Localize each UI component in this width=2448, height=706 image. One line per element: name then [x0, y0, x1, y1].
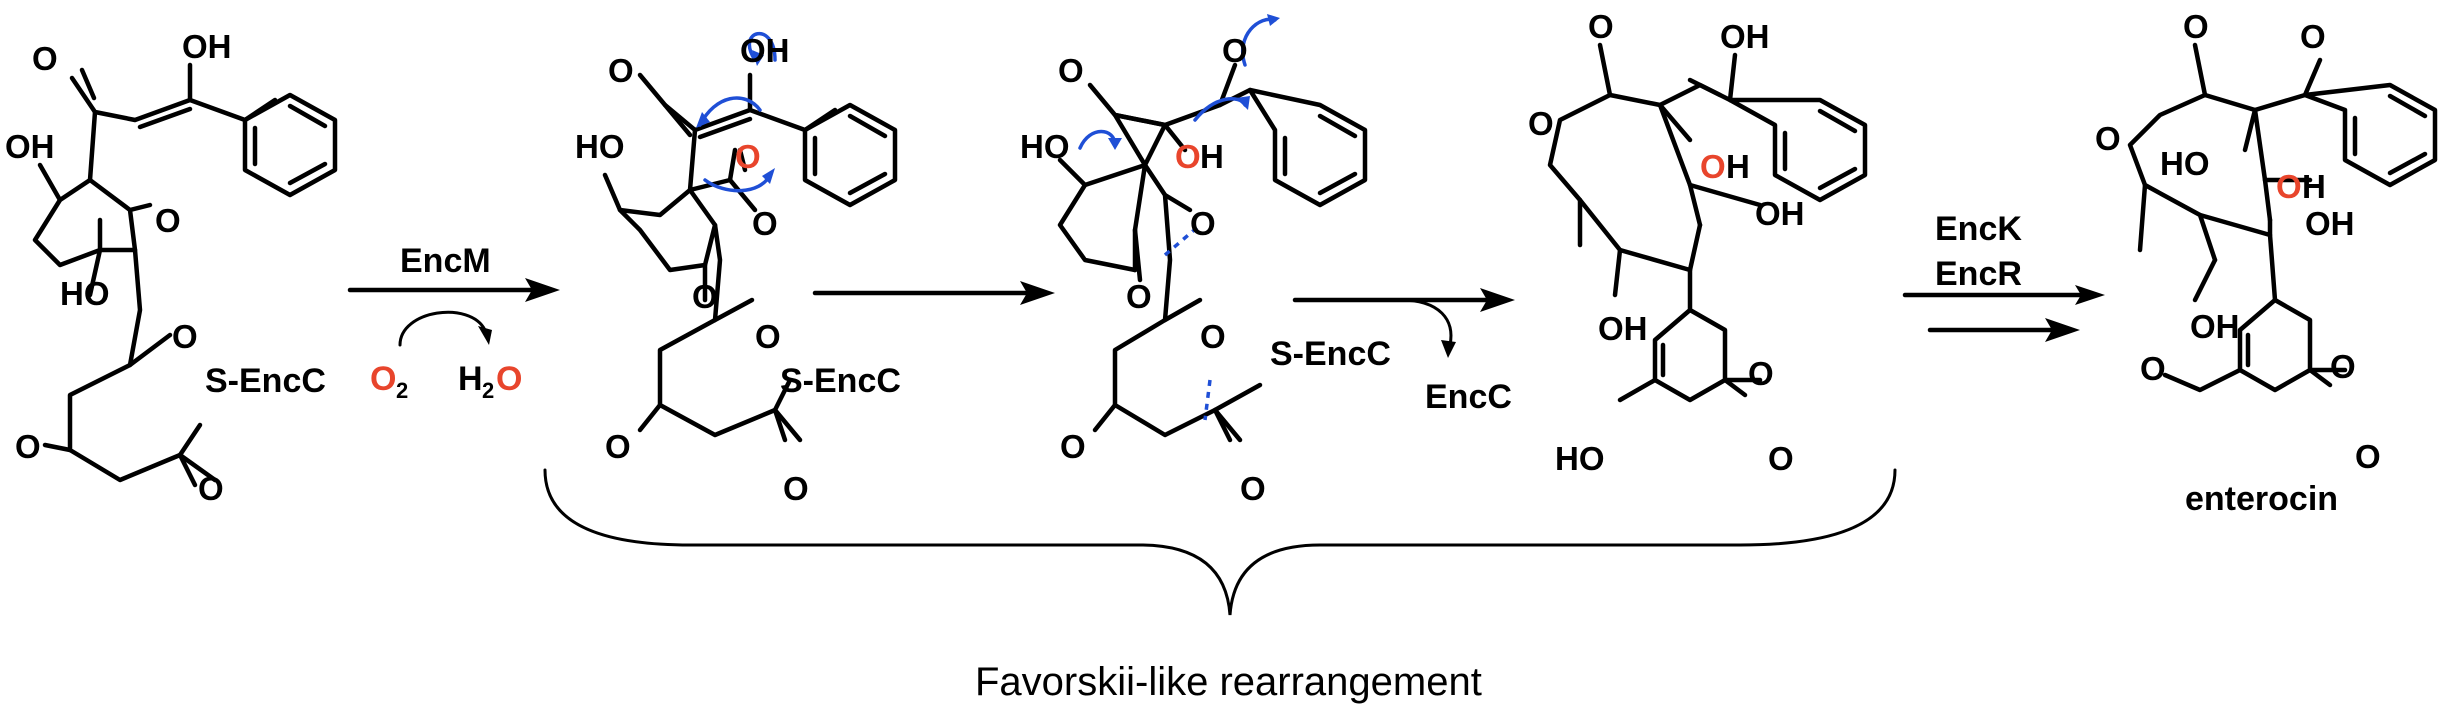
compound-4: O O OH O H OH OH O O HO [1528, 8, 1868, 477]
atom-label: O [608, 52, 634, 89]
atom-label: O [752, 205, 778, 242]
atom-label: O [1768, 440, 1794, 477]
atom-label: O [605, 428, 631, 465]
atom-label: O [2183, 8, 2209, 45]
compound-4-bonds [1547, 42, 1868, 403]
enzyme-encr-label: EncR [1935, 255, 2022, 293]
step-1-arrow: EncM O 2 H 2 O [347, 242, 560, 403]
compound-2: O OH HO O O O O O O S-EncC [575, 31, 901, 507]
enzyme-encm-label: EncM [400, 242, 491, 280]
atom-label-oxygen-highlight: O [735, 138, 761, 175]
atom-label: O [2330, 348, 2356, 385]
o2-subscript: 2 [396, 378, 408, 403]
atom-label: OH [182, 28, 232, 65]
atom-label: O [1126, 278, 1152, 315]
encc-leaving-label: EncC [1425, 378, 1512, 416]
atom-label: OH [740, 32, 790, 69]
atom-label: OH [1720, 18, 1770, 55]
atom-label: O [2095, 120, 2121, 157]
atom-label: O [1748, 355, 1774, 392]
compound-1: O OH OH HO O O O O S-EncC [5, 28, 338, 507]
atom-label: O [155, 202, 181, 239]
atom-label: O [32, 40, 58, 77]
atom-label: HO [2160, 145, 2210, 182]
compound-2-arrow-pushing [696, 31, 777, 193]
atom-label: O [1528, 105, 1554, 142]
atom-label: O [15, 428, 41, 465]
atom-label: H [2302, 168, 2326, 205]
atom-label: OH [1598, 310, 1648, 347]
compound-4-atom-labels: O O OH O H OH OH O O HO [1528, 8, 1805, 477]
atom-label: O [783, 470, 809, 507]
compound-3: O O HO O H O O O O O S-EncC [1020, 14, 1391, 507]
enterocin-name-label: enterocin [2185, 480, 2338, 518]
atom-label-oxygen-highlight: O [1700, 148, 1726, 185]
compound-2-atom-labels: O OH HO O O O O O O S-EncC [575, 32, 901, 507]
thioester-label: S-EncC [1270, 335, 1391, 373]
atom-label: HO [60, 275, 110, 312]
atom-label: O [2300, 18, 2326, 55]
atom-label: O [198, 470, 224, 507]
atom-label: HO [1555, 440, 1605, 477]
atom-label: H [1200, 138, 1224, 175]
atom-label-oxygen-highlight: O [1175, 138, 1201, 175]
atom-label: O [692, 278, 718, 315]
atom-label: O [172, 318, 198, 355]
atom-label: O [1588, 8, 1614, 45]
atom-label-oxygen-highlight: O [2276, 168, 2302, 205]
compound-5-enterocin: O O O HO O H OH OH O O O enterocin [2095, 8, 2438, 518]
water-label-h: H [458, 360, 483, 398]
atom-label: HO [1020, 128, 1070, 165]
atom-label: O [1200, 318, 1226, 355]
atom-label: O [1060, 428, 1086, 465]
o2-label: O [370, 360, 396, 398]
step-4-arrows: EncK EncR [1902, 210, 2105, 342]
atom-label: HO [575, 128, 625, 165]
enzyme-enck-label: EncK [1935, 210, 2022, 248]
atom-label: O [1222, 32, 1248, 69]
favorskii-brace [543, 468, 1897, 616]
atom-label: O [1190, 205, 1216, 242]
water-label-o: O [496, 360, 522, 398]
atom-label: H [1726, 148, 1750, 185]
atom-label: O [1058, 52, 1084, 89]
step-3-arrow: EncC [1292, 288, 1515, 416]
atom-label: OH [5, 128, 55, 165]
compound-5-atom-labels: O O O HO O H OH OH O O O enterocin [2095, 8, 2381, 518]
compound-3-bonds [1057, 62, 1368, 443]
atom-label: OH [1755, 195, 1805, 232]
compound-1-atom-labels: O OH OH HO O O O O S-EncC [5, 28, 326, 507]
step-2-arrow [812, 281, 1055, 305]
compound-1-bonds [32, 62, 338, 488]
favorskii-caption: Favorskii-like rearrangement [975, 660, 1482, 704]
compound-5-bonds [2127, 42, 2438, 393]
atom-label: O [2140, 350, 2166, 387]
atom-label: O [1240, 470, 1266, 507]
compound-2-bonds [602, 72, 898, 443]
atom-label: O [2355, 438, 2381, 475]
thioester-label: S-EncC [205, 362, 326, 400]
atom-label: O [755, 318, 781, 355]
atom-label: OH [2305, 205, 2355, 242]
compound-3-atom-labels: O O HO O H O O O O O S-EncC [1020, 32, 1391, 507]
thioester-label: S-EncC [780, 362, 901, 400]
compound-3-arrow-pushing [1078, 14, 1280, 421]
water-subscript: 2 [482, 378, 494, 403]
atom-label: OH [2190, 308, 2240, 345]
